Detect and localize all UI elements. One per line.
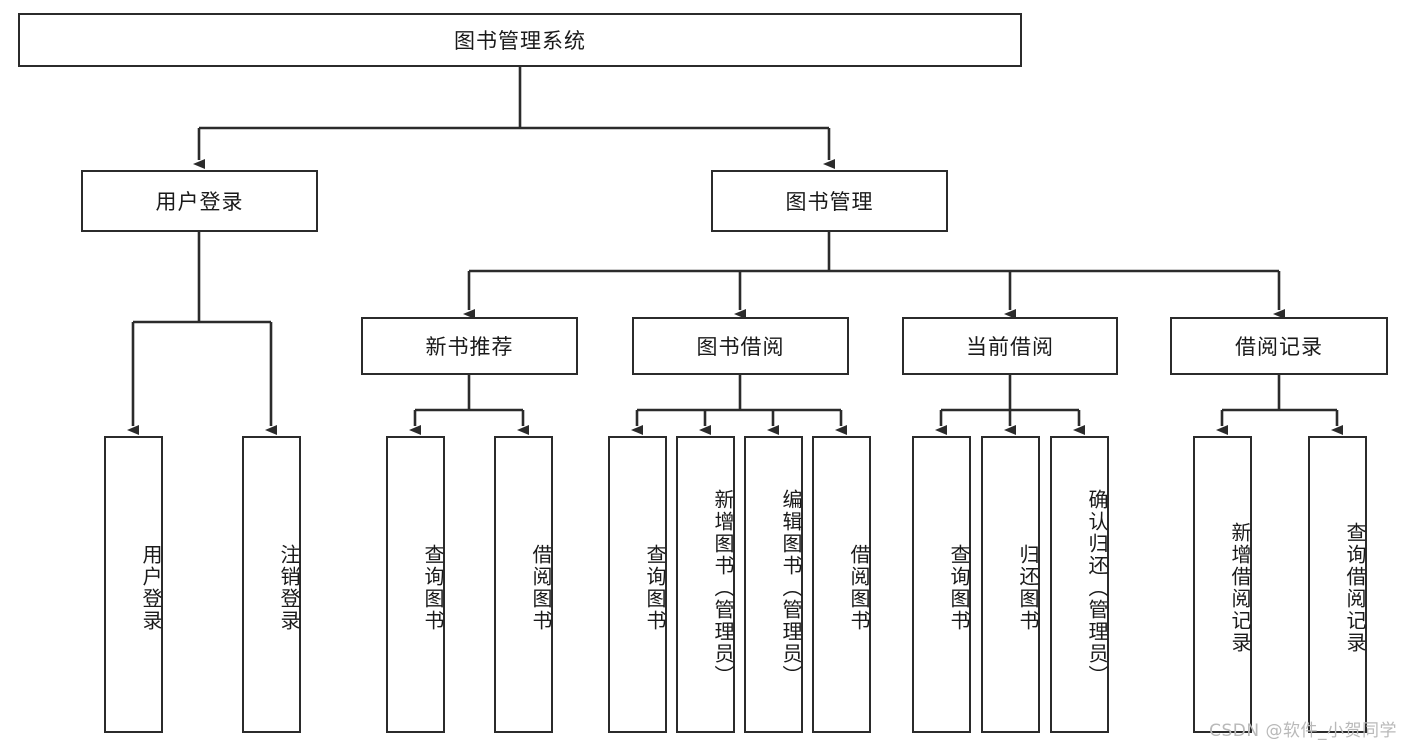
leaf-new-book-borrow-book[interactable]: 借阅图书 bbox=[494, 436, 553, 733]
node-label: 确认归还（管理员） bbox=[1085, 488, 1109, 687]
node-label: 借阅图书 bbox=[529, 543, 553, 632]
node-label: 归还图书 bbox=[1016, 543, 1040, 632]
node-current-borrow[interactable]: 当前借阅 bbox=[902, 317, 1118, 375]
node-borrow-record[interactable]: 借阅记录 bbox=[1170, 317, 1388, 375]
leaf-book-borrow-add-book-admin[interactable]: 新增图书（管理员） bbox=[676, 436, 735, 733]
node-book-management[interactable]: 图书管理 bbox=[711, 170, 948, 232]
node-label: 用户登录 bbox=[139, 543, 163, 632]
leaf-book-borrow-borrow-book[interactable]: 借阅图书 bbox=[812, 436, 871, 733]
leaf-book-borrow-query-book[interactable]: 查询图书 bbox=[608, 436, 667, 733]
leaf-current-borrow-return-book[interactable]: 归还图书 bbox=[981, 436, 1040, 733]
node-label: 新书推荐 bbox=[425, 335, 514, 359]
node-root-book-management-system[interactable]: 图书管理系统 bbox=[18, 13, 1022, 67]
watermark: CSDN @软件_小贺同学 bbox=[1209, 721, 1397, 741]
leaf-current-borrow-confirm-return-admin[interactable]: 确认归还（管理员） bbox=[1050, 436, 1109, 733]
node-label: 查询图书 bbox=[643, 543, 667, 632]
leaf-book-borrow-edit-book-admin[interactable]: 编辑图书（管理员） bbox=[744, 436, 803, 733]
node-label: 查询图书 bbox=[421, 543, 445, 632]
leaf-new-book-query-book[interactable]: 查询图书 bbox=[386, 436, 445, 733]
node-label: 注销登录 bbox=[277, 543, 301, 632]
node-label: 编辑图书（管理员） bbox=[779, 488, 803, 687]
node-label: 图书借阅 bbox=[696, 335, 785, 359]
node-label: 新增图书（管理员） bbox=[711, 488, 735, 687]
leaf-borrow-record-add-record[interactable]: 新增借阅记录 bbox=[1193, 436, 1252, 733]
node-label: 当前借阅 bbox=[966, 335, 1054, 359]
node-label: 用户登录 bbox=[155, 190, 244, 214]
node-label: 查询图书 bbox=[947, 543, 971, 632]
node-label: 新增借阅记录 bbox=[1228, 521, 1252, 654]
node-label: 借阅图书 bbox=[847, 543, 871, 632]
node-user-login[interactable]: 用户登录 bbox=[81, 170, 318, 232]
leaf-current-borrow-query-book[interactable]: 查询图书 bbox=[912, 436, 971, 733]
node-label: 借阅记录 bbox=[1235, 335, 1323, 359]
leaf-borrow-record-query-record[interactable]: 查询借阅记录 bbox=[1308, 436, 1367, 733]
node-label: 图书管理 bbox=[785, 190, 874, 214]
leaf-user-login-login[interactable]: 用户登录 bbox=[104, 436, 163, 733]
node-label: 图书管理系统 bbox=[454, 29, 586, 53]
node-label: 查询借阅记录 bbox=[1343, 521, 1367, 654]
node-book-borrow[interactable]: 图书借阅 bbox=[632, 317, 849, 375]
leaf-user-login-logout[interactable]: 注销登录 bbox=[242, 436, 301, 733]
node-new-book-recommend[interactable]: 新书推荐 bbox=[361, 317, 578, 375]
